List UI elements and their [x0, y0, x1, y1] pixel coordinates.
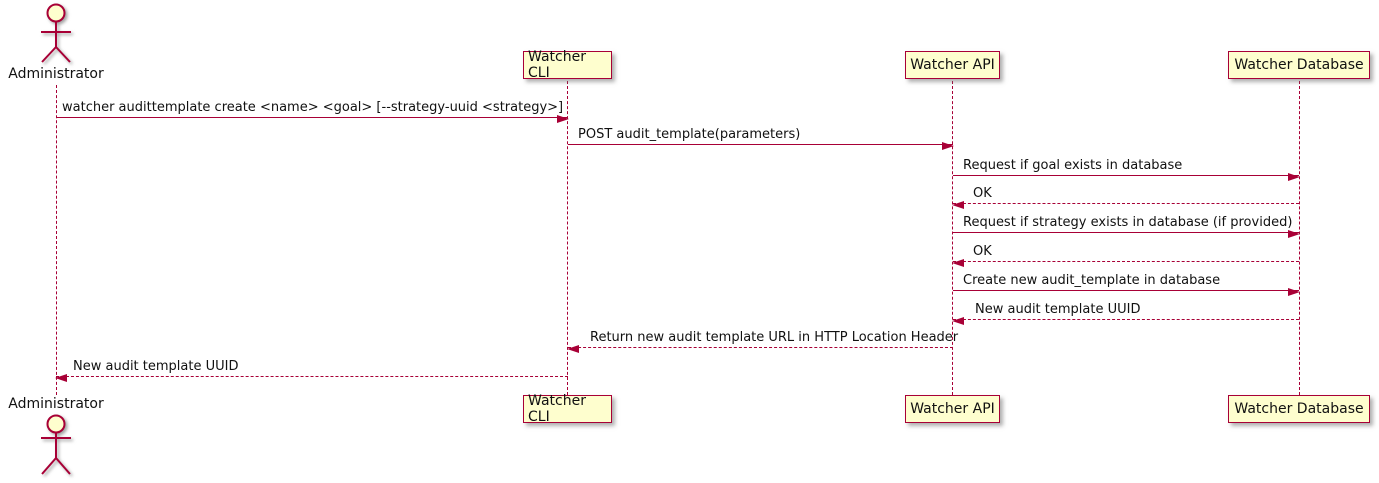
participant-box-watcher-database-top: Watcher Database	[1228, 51, 1370, 79]
message-7: Create new audit_template in database	[953, 273, 1300, 296]
participant-label: Watcher Database	[1234, 401, 1364, 417]
lifeline-watcher-database	[1299, 81, 1300, 395]
lifeline-administrator	[56, 85, 57, 395]
actor-icon-bottom	[41, 414, 71, 475]
message-label: New audit template UUID	[975, 302, 1141, 317]
message-label: OK	[973, 186, 992, 201]
arrowhead-left-icon	[55, 374, 67, 382]
message-9: Return new audit template URL in HTTP Lo…	[567, 331, 958, 353]
participant-box-watcher-cli-bottom: Watcher CLI	[523, 393, 612, 425]
message-4: OK	[952, 186, 1299, 209]
message-label: Request if strategy exists in database (…	[963, 215, 1293, 230]
message-3: Request if goal exists in database	[953, 158, 1300, 181]
actor-label-administrator-bottom: Administrator	[8, 396, 104, 412]
message-line	[953, 290, 1299, 291]
actor-label-administrator-top: Administrator	[8, 66, 104, 82]
participant-box-watcher-database-bottom: Watcher Database	[1228, 395, 1370, 423]
message-2: POST audit_template(parameters)	[568, 127, 954, 150]
message-6: OK	[952, 244, 1299, 267]
participant-label: Watcher API	[910, 401, 995, 417]
message-line	[568, 347, 953, 348]
message-1: watcher audittemplate create <name> <goa…	[56, 100, 569, 123]
message-line	[953, 203, 1299, 204]
participant-label: Watcher API	[910, 57, 995, 73]
arrowhead-right-icon	[1288, 173, 1300, 181]
message-label: New audit template UUID	[73, 359, 239, 374]
message-line	[56, 117, 568, 118]
message-line	[56, 376, 568, 377]
arrowhead-left-icon	[952, 317, 964, 325]
arrowhead-right-icon	[1288, 230, 1300, 238]
message-5: Request if strategy exists in database (…	[953, 215, 1300, 238]
lifeline-watcher-cli	[567, 81, 568, 395]
participant-box-watcher-api-bottom: Watcher API	[905, 395, 1000, 423]
participant-box-watcher-api-top: Watcher API	[905, 51, 1000, 79]
arrowhead-left-icon	[567, 345, 579, 353]
message-label: OK	[973, 244, 992, 259]
message-label: Create new audit_template in database	[963, 273, 1221, 288]
message-line	[953, 232, 1299, 233]
message-label: watcher audittemplate create <name> <goa…	[62, 100, 564, 115]
participant-box-watcher-cli-top: Watcher CLI	[523, 49, 612, 81]
participant-label: Watcher CLI	[528, 393, 586, 425]
lifeline-watcher-api	[952, 81, 953, 395]
message-label: Return new audit template URL in HTTP Lo…	[590, 330, 959, 345]
arrowhead-left-icon	[952, 201, 964, 209]
message-8: New audit template UUID	[952, 302, 1299, 325]
arrowhead-right-icon	[942, 142, 954, 150]
arrowhead-right-icon	[557, 115, 569, 123]
message-label: Request if goal exists in database	[963, 158, 1183, 173]
message-line	[568, 144, 953, 145]
message-10: New audit template UUID	[55, 359, 568, 382]
actor-icon-top	[41, 3, 71, 63]
arrowhead-left-icon	[952, 259, 964, 267]
message-label: POST audit_template(parameters)	[578, 127, 801, 142]
message-line	[953, 319, 1299, 320]
message-line	[953, 175, 1299, 176]
message-line	[953, 261, 1299, 262]
arrowhead-right-icon	[1288, 288, 1300, 296]
participant-label: Watcher CLI	[528, 49, 586, 81]
participant-label: Watcher Database	[1234, 57, 1364, 73]
